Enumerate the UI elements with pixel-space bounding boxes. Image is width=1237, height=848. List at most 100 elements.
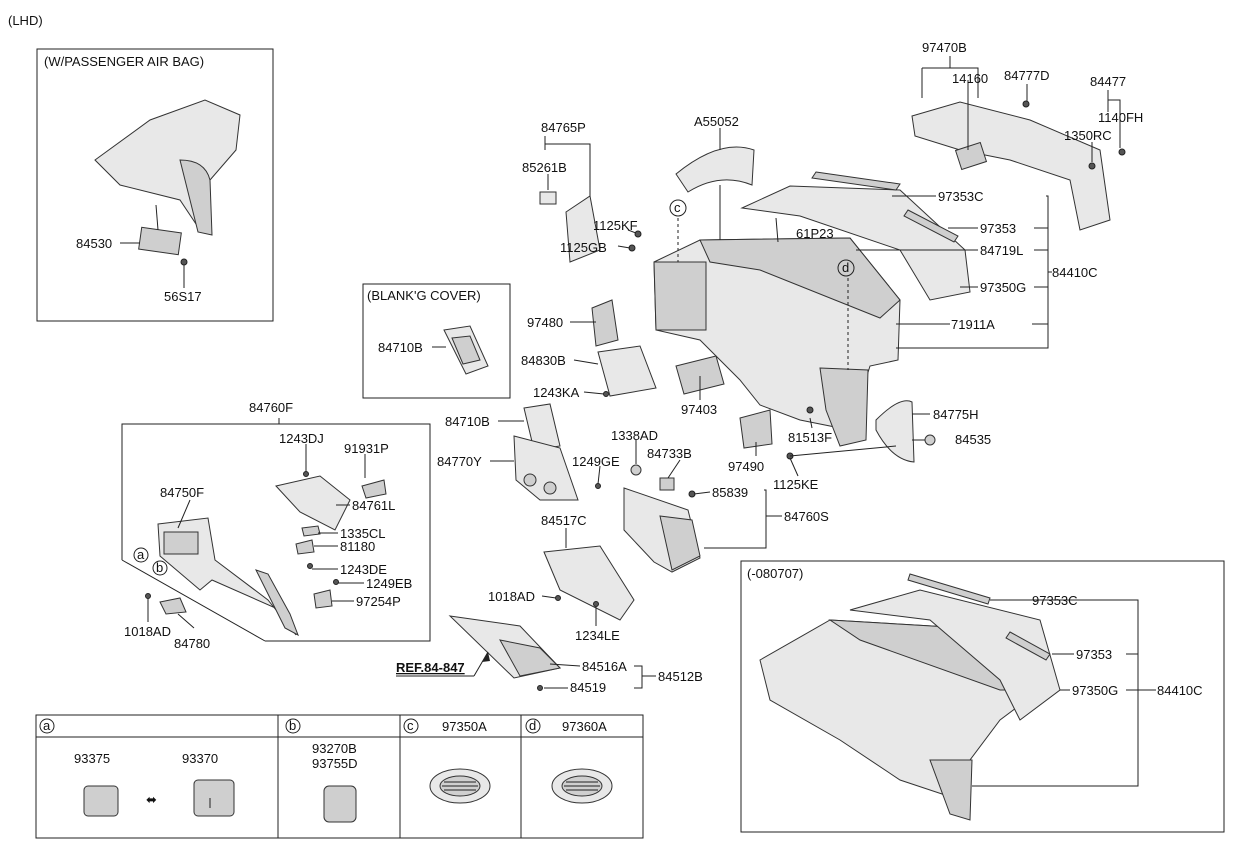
switch-93370: [193, 779, 235, 817]
callout-c: c: [674, 200, 681, 215]
part-85261B: [539, 191, 557, 205]
label-84830B: 84830B: [521, 353, 566, 368]
bracket-91931P: [361, 479, 387, 499]
label-1350RC: 1350RC: [1064, 128, 1112, 143]
airbag-module: [138, 226, 182, 256]
nut-1338AD: [630, 464, 642, 476]
label-97470B: 97470B: [922, 40, 967, 55]
label-1018AD: 1018AD: [488, 589, 535, 604]
ref-arrow-icon: [482, 652, 490, 662]
airbag-bolt: [180, 258, 188, 266]
label-1243DJ: 1243DJ: [279, 431, 324, 446]
legend-key-b: b: [289, 718, 296, 733]
label-1125KE: 1125KE: [773, 477, 819, 492]
bezel-84830B: [597, 345, 657, 397]
callout-d-circle: [837, 259, 855, 277]
label-84710B: 84710B: [445, 414, 490, 429]
label-97353-inset: 97353: [1076, 647, 1112, 662]
legend-key-a: a: [43, 718, 51, 733]
cover-84710B: [523, 403, 561, 451]
group-84760F-frame: [121, 423, 431, 642]
label-14160: 14160: [952, 71, 988, 86]
label-84780: 84780: [174, 636, 210, 651]
part-97254P: [313, 589, 333, 609]
grille-84765P: [565, 195, 601, 263]
inset-080707-header: (-080707): [747, 566, 803, 581]
label-84519: 84519: [570, 680, 606, 695]
airbag-dash-end: [179, 159, 213, 236]
inset-duct-97353: [1005, 631, 1051, 661]
legend-label-97350A: 97350A: [442, 719, 487, 734]
inset-080707: (-080707) 97353C 97353 97350G 84410C: [740, 560, 1225, 833]
label-1234LE: 1234LE: [575, 628, 620, 643]
label-1335CL: 1335CL: [340, 526, 386, 541]
label-1125KF: 1125KF: [593, 218, 638, 233]
inset-080707-frame: [740, 560, 1225, 833]
double-arrow-icon: ⬌: [146, 792, 157, 807]
crash-pad-top: [699, 237, 901, 319]
glove-box-housing-84517C: [543, 545, 635, 621]
label-81513F: 81513F: [788, 430, 832, 445]
legend-key-d: d: [529, 718, 536, 733]
label-84410C-inset: 84410C: [1157, 683, 1203, 698]
label-56S17: 56S17: [164, 289, 202, 304]
legend-table: a 93375 93370 ⬌ b 93270B 93755D c 97350A…: [35, 714, 644, 839]
label-A55052: A55052: [694, 114, 739, 129]
part-81180: [295, 539, 315, 555]
label-84410C: 84410C: [1052, 265, 1098, 280]
legend-frame: [35, 714, 644, 839]
label-84719L: 84719L: [980, 243, 1023, 258]
end-cover-84775H: [875, 400, 915, 463]
inset-right-end: [929, 759, 973, 821]
legend-label-93270B: 93270B: [312, 741, 357, 756]
label-84770Y: 84770Y: [437, 454, 482, 469]
label-97353C: 97353C: [938, 189, 984, 204]
label-97350G-inset: 97350G: [1072, 683, 1118, 698]
label-85261B: 85261B: [522, 160, 567, 175]
vent-97490: [739, 409, 773, 449]
label-84710B-inset: 84710B: [378, 340, 423, 355]
page-title: (LHD): [8, 13, 43, 28]
label-1249GE: 1249GE: [572, 454, 620, 469]
bracket-84761L: [275, 475, 351, 531]
label-84750F: 84750F: [160, 485, 204, 500]
label-84760S: 84760S: [784, 509, 829, 524]
crash-pad-left-end: [653, 261, 707, 331]
part-1335CL: [301, 525, 321, 537]
label-91931P: 91931P: [344, 441, 389, 456]
inset-airbag-frame: [36, 48, 274, 322]
inset-blanking-cover: (BLANK'G COVER) 84710B: [362, 283, 511, 399]
label-61P23: 61P23: [796, 226, 834, 241]
callout-a: a: [137, 547, 145, 562]
callout-d: d: [842, 260, 849, 275]
label-71911A: 71911A: [951, 317, 995, 332]
duct-97353: [903, 209, 959, 243]
inset-airbag-header: (W/PASSENGER AIR BAG): [44, 54, 204, 69]
label-1140FH: 1140FH: [1098, 110, 1143, 125]
label-1243DE: 1243DE: [340, 562, 387, 577]
label-ref-84-847: REF.84-847: [396, 660, 465, 675]
label-85839: 85839: [712, 485, 748, 500]
blank-switch-93270B: [323, 785, 357, 823]
crash-pad-right-end: [819, 367, 869, 447]
lower-panel-group: 84760F 1243DJ 91931P 84750F 84761L: [121, 400, 431, 651]
bracket-84733B: [659, 477, 675, 491]
bracket-84780: [159, 597, 187, 615]
duct-97353C: [811, 171, 901, 191]
label-97490: 97490: [728, 459, 764, 474]
label-1125GB: 1125GB: [560, 240, 607, 255]
inset-duct-97353C: [907, 573, 991, 605]
clip-84535: [924, 434, 936, 446]
label-97480: 97480: [527, 315, 563, 330]
label-81180: 81180: [340, 539, 375, 554]
vent-97403: [675, 355, 725, 395]
label-84477: 84477: [1090, 74, 1126, 89]
label-84733B: 84733B: [647, 446, 692, 461]
switch-93375: [83, 785, 119, 817]
label-1249EB: 1249EB: [366, 576, 412, 591]
inset-duct-97350G: [849, 589, 1061, 721]
legend-key-c: c: [407, 718, 414, 733]
label-1243KA: 1243KA: [533, 385, 580, 400]
label-84765P: 84765P: [541, 120, 586, 135]
